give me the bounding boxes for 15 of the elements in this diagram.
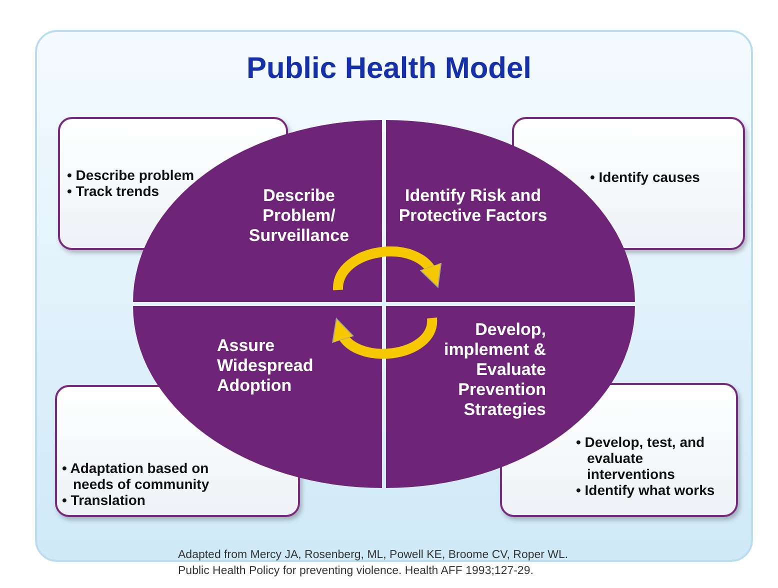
bullet-text: • Identify what works	[576, 482, 716, 498]
quadrant-label: Assure Widespread Adoption	[217, 336, 314, 396]
bullet-text: • Develop, test, and evaluate interventions	[576, 434, 706, 482]
cycle-arrow	[333, 246, 440, 291]
citation-text: Adapted from Mercy JA, Rosenberg, ML, Powell KE, Broome CV, Roper WL. Public Health Policy for preventing violence. Health AFF 1993;127-29.	[178, 548, 570, 579]
bullet-text: • Identify causes	[590, 169, 701, 185]
cycle-arrow	[334, 318, 437, 359]
bullet-text: • Adaptation based on needs of community	[62, 460, 210, 492]
bullet-text: • Track trends	[67, 183, 160, 199]
quadrant-label: Identify Risk and Protective Factors	[398, 186, 548, 226]
quadrant-label: Develop, implement & Evaluate Prevention Strategies	[442, 320, 546, 420]
bullet-text: • Translation	[62, 492, 146, 508]
quadrant-label: Describe Problem/ Surveillance	[248, 186, 350, 246]
title: Public Health Model	[245, 52, 533, 86]
bullet-text: • Describe problem	[67, 167, 196, 183]
